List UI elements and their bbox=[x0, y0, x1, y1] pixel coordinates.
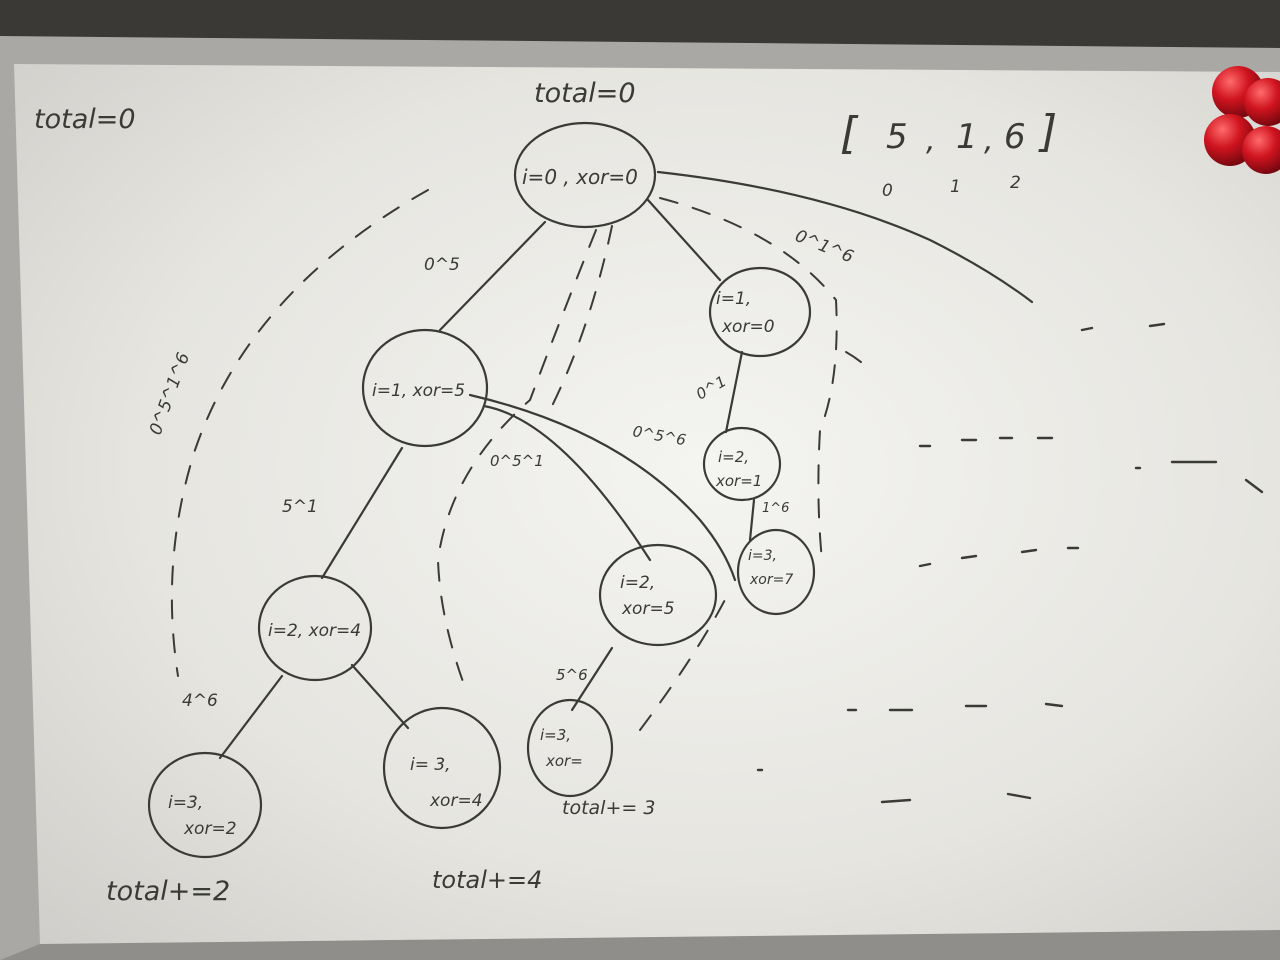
dash-mark bbox=[880, 798, 912, 804]
edge-label-n2b-n3c: 5^6 bbox=[556, 666, 588, 684]
total-top-center: total=0 bbox=[534, 78, 636, 109]
node-n1 bbox=[361, 328, 489, 448]
node-n2-label: i=2, xor=4 bbox=[268, 621, 361, 641]
node-n3a-label: i=3, bbox=[168, 793, 203, 813]
node-n3a-label: xor=2 bbox=[183, 819, 237, 839]
node-n3b-label: i= 3, bbox=[410, 755, 451, 775]
node-n2b-label: xor=5 bbox=[621, 599, 675, 619]
node-n2b-label: i=2, bbox=[620, 573, 655, 593]
edge-root-n1 bbox=[438, 220, 547, 332]
dash-mark bbox=[1244, 478, 1264, 494]
node-root-label: i=0 , xor=0 bbox=[522, 165, 638, 189]
node-n3a bbox=[147, 751, 263, 859]
node-n2r bbox=[702, 426, 782, 502]
dash-mark bbox=[1080, 326, 1094, 332]
node-n1r-label: i=1, bbox=[716, 289, 751, 309]
total-bottom-middle: total+=4 bbox=[432, 866, 542, 894]
edge-root-right bbox=[656, 170, 1034, 304]
edge-label-n1-n2b: 0^5^1 bbox=[490, 452, 544, 470]
edge-n1-n2 bbox=[320, 446, 404, 580]
dash-mark bbox=[918, 562, 932, 568]
array-index: 2 bbox=[1010, 173, 1021, 193]
edge-n1r-n2r bbox=[724, 350, 744, 434]
array-close-bracket: ] bbox=[1038, 106, 1057, 157]
array-separator: , bbox=[984, 123, 994, 158]
node-n3r-label: i=3, bbox=[748, 548, 777, 564]
dashed-right-1 bbox=[845, 351, 871, 371]
array-notation: [ 5 , 1 , 6 ] 0 1 2 bbox=[840, 106, 1057, 201]
node-n3b-label: xor=4 bbox=[429, 791, 483, 811]
array-index: 0 bbox=[882, 181, 893, 201]
dash-mark bbox=[960, 554, 978, 560]
array-separator: , bbox=[926, 123, 936, 158]
edge-label-n2r-n3r: 1^6 bbox=[762, 501, 789, 516]
node-root bbox=[513, 121, 657, 229]
total-top-left: total=0 bbox=[34, 104, 136, 135]
board-tray bbox=[0, 930, 1280, 960]
node-n2r-label: i=2, bbox=[718, 448, 749, 466]
node-n1r bbox=[708, 266, 812, 358]
node-n1r-label: xor=0 bbox=[721, 317, 775, 337]
dashed-arc-outer bbox=[170, 189, 429, 677]
array-value: 5 bbox=[886, 117, 908, 157]
dashed-root-n3b-right bbox=[549, 225, 613, 411]
total-bottom-right: total+= 3 bbox=[562, 797, 655, 819]
edge-n2r-n3r bbox=[748, 498, 756, 542]
dash-mark bbox=[1148, 322, 1166, 328]
node-n3r-label: xor=7 bbox=[749, 572, 793, 588]
magnet-icon bbox=[1204, 66, 1280, 174]
edge-root-n1r bbox=[646, 198, 722, 282]
node-n2 bbox=[257, 574, 373, 682]
node-n3c bbox=[526, 698, 614, 798]
edge-n1-n3r bbox=[468, 393, 737, 582]
edge-n1-n2b bbox=[482, 404, 652, 562]
total-bottom-left: total+=2 bbox=[106, 876, 230, 907]
array-open-bracket: [ bbox=[840, 108, 859, 159]
node-n2r-label: xor=1 bbox=[715, 472, 762, 490]
node-n3b bbox=[382, 706, 502, 830]
node-n3c-label: xor= bbox=[545, 752, 583, 770]
board-surface bbox=[14, 64, 1280, 960]
dash-mark bbox=[1006, 792, 1032, 800]
dash-mark bbox=[1044, 702, 1064, 708]
array-value: 6 bbox=[1004, 117, 1026, 157]
edge-label-root-n1: 0^5 bbox=[424, 255, 460, 275]
dash-mark bbox=[1020, 548, 1038, 554]
array-value: 1 bbox=[956, 117, 978, 157]
array-index: 1 bbox=[950, 177, 961, 197]
node-n3r bbox=[736, 528, 816, 616]
edge-n2b-n3c bbox=[570, 646, 614, 712]
edge-n2-n3b bbox=[350, 663, 410, 730]
dashed-n3c-right bbox=[639, 589, 731, 731]
edge-label-n2-n3a: 4^6 bbox=[182, 691, 218, 711]
node-n3c-label: i=3, bbox=[540, 726, 571, 744]
edge-n2-n3a bbox=[218, 674, 284, 760]
node-n1-label: i=1, xor=5 bbox=[372, 381, 465, 401]
edge-label-n1-n2: 5^1 bbox=[282, 497, 318, 517]
node-n2b bbox=[598, 543, 718, 647]
